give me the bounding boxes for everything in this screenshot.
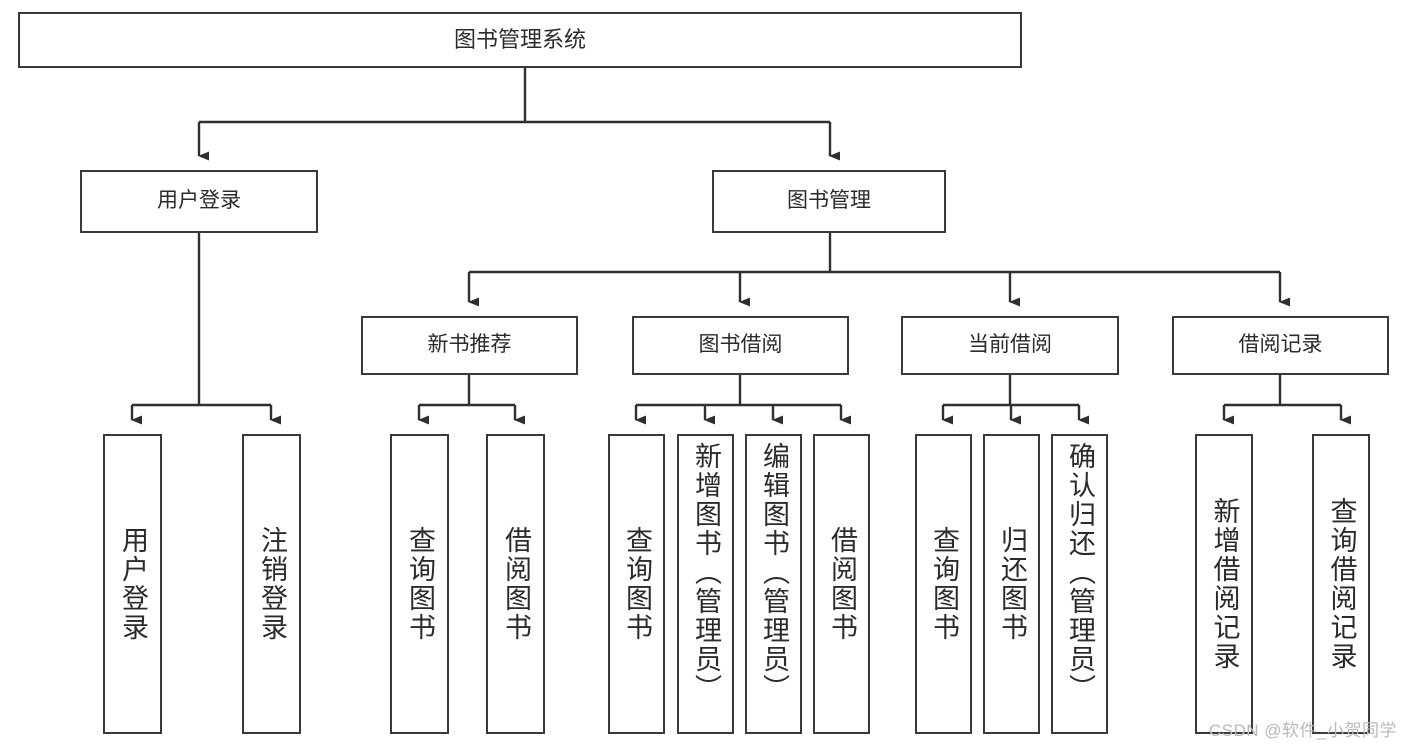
- leaf-new-book-borrow[interactable]: 借阅图书: [486, 434, 545, 734]
- node-user-login[interactable]: 用户登录: [80, 170, 318, 233]
- leaf-book-borrow-query[interactable]: 查询图书: [608, 434, 665, 734]
- node-root-system[interactable]: 图书管理系统: [18, 12, 1022, 68]
- leaf-book-borrow-borrow[interactable]: 借阅图书: [813, 434, 870, 734]
- node-book-management-label: 图书管理: [787, 189, 871, 213]
- node-new-book-recommend[interactable]: 新书推荐: [361, 316, 578, 375]
- leaf-new-book-query-label: 查询图书: [405, 526, 435, 642]
- leaf-book-borrow-query-label: 查询图书: [622, 526, 652, 642]
- leaf-user-login-logout[interactable]: 注销登录: [242, 434, 301, 734]
- node-borrow-record-label: 借阅记录: [1238, 333, 1323, 357]
- leaf-borrow-record-query[interactable]: 查询借阅记录: [1312, 434, 1370, 734]
- leaf-borrow-record-query-label: 查询借阅记录: [1326, 497, 1357, 671]
- leaf-book-borrow-add[interactable]: 新增图书（管理员）: [677, 434, 734, 734]
- node-book-management[interactable]: 图书管理: [712, 170, 946, 233]
- leaf-book-borrow-edit-label: 编辑图书（管理员）: [759, 442, 789, 703]
- leaf-new-book-borrow-label: 借阅图书: [501, 526, 531, 642]
- node-book-borrow-label: 图书借阅: [698, 333, 783, 357]
- node-borrow-record[interactable]: 借阅记录: [1172, 316, 1389, 375]
- node-current-borrow-label: 当前借阅: [968, 333, 1052, 357]
- leaf-book-borrow-add-label: 新增图书（管理员）: [691, 442, 721, 703]
- leaf-borrow-record-add-label: 新增借阅记录: [1209, 497, 1240, 671]
- node-root-system-label: 图书管理系统: [453, 27, 586, 53]
- leaf-current-borrow-confirm-return-label: 确认归还（管理员）: [1065, 442, 1095, 703]
- leaf-current-borrow-return[interactable]: 归还图书: [983, 434, 1040, 734]
- leaf-current-borrow-query-label: 查询图书: [929, 526, 959, 642]
- leaf-book-borrow-borrow-label: 借阅图书: [827, 526, 857, 642]
- leaf-current-borrow-confirm-return[interactable]: 确认归还（管理员）: [1051, 434, 1108, 734]
- leaf-current-borrow-return-label: 归还图书: [997, 526, 1027, 642]
- leaf-borrow-record-add[interactable]: 新增借阅记录: [1195, 434, 1253, 734]
- node-book-borrow[interactable]: 图书借阅: [632, 316, 849, 375]
- leaf-user-login-login[interactable]: 用户登录: [103, 434, 162, 734]
- leaf-current-borrow-query[interactable]: 查询图书: [915, 434, 972, 734]
- node-user-login-label: 用户登录: [157, 189, 241, 213]
- leaf-user-login-login-label: 用户登录: [118, 526, 148, 642]
- node-new-book-recommend-label: 新书推荐: [427, 333, 512, 357]
- leaf-book-borrow-edit[interactable]: 编辑图书（管理员）: [745, 434, 802, 734]
- watermark-text: CSDN @软件_小贺同学: [1208, 721, 1397, 740]
- node-current-borrow[interactable]: 当前借阅: [901, 316, 1119, 375]
- leaf-user-login-logout-label: 注销登录: [257, 526, 287, 642]
- leaf-new-book-query[interactable]: 查询图书: [390, 434, 449, 734]
